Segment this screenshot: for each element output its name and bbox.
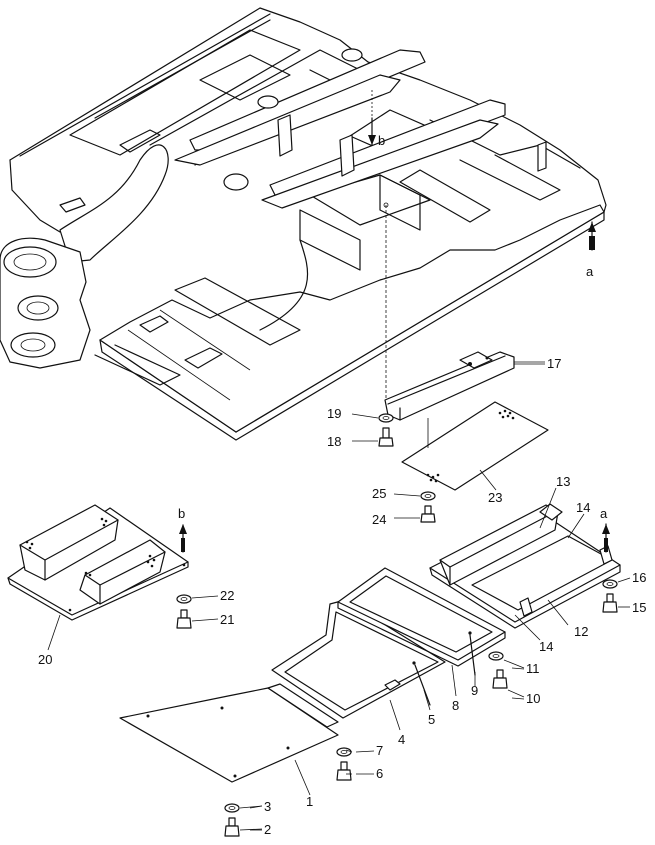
bolt-15 (602, 593, 630, 613)
washer-11 (488, 651, 525, 669)
ref-arrow-b-frame: b (368, 90, 385, 148)
ref-label-b-top: b (378, 133, 385, 148)
callout-25: 25 (372, 486, 386, 501)
callout-8: 8 (452, 698, 459, 713)
callout-24: 24 (372, 512, 386, 527)
callout-5: 5 (428, 712, 435, 727)
bolt-24 (394, 505, 436, 523)
callout-1: 1 (306, 794, 313, 809)
bolt-10 (492, 669, 525, 698)
callout-4: 4 (398, 732, 405, 747)
part-5-rod (412, 661, 431, 711)
callout-7: 7 (376, 743, 383, 758)
callout-labels: 1 2 3 4 5 6 7 8 9 10 11 12 13 14 14 15 1… (38, 356, 646, 837)
callout-2: 2 (264, 822, 271, 837)
washer-7 (336, 747, 353, 757)
ref-label-a-bottom: a (600, 506, 608, 521)
callout-18: 18 (327, 434, 341, 449)
callout-23: 23 (488, 490, 502, 505)
callout-22: 22 (220, 588, 234, 603)
bolt-6 (336, 761, 352, 781)
washer-19 (351, 413, 394, 423)
callout-12: 12 (574, 624, 588, 639)
callout-6: 6 (376, 766, 383, 781)
part-8-plate (337, 567, 506, 697)
ref-label-a-top: a (586, 264, 594, 279)
callout-leaders (249, 363, 545, 831)
callout-10: 10 (526, 691, 540, 706)
callout-15: 15 (632, 600, 646, 615)
part-14-leader-top (567, 513, 585, 539)
washer-3 (224, 803, 263, 813)
callout-11: 11 (526, 661, 540, 676)
washer-16 (602, 577, 631, 589)
callout-20: 20 (38, 652, 52, 667)
ref-arrow-b-bottom: b (178, 506, 187, 553)
callout-14-top: 14 (576, 500, 590, 515)
ref-arrow-a-bottom: a (600, 506, 610, 553)
callout-13: 13 (556, 474, 570, 489)
washer-25 (393, 491, 436, 501)
revolving-frame (0, 7, 607, 441)
washer-22 (176, 594, 219, 604)
part-9-rod (468, 631, 476, 686)
bolt-2 (224, 817, 263, 837)
bolt-18 (352, 427, 394, 447)
part-20-cover (7, 504, 189, 651)
ref-label-b-bottom: b (178, 506, 185, 521)
callout-9: 9 (471, 683, 478, 698)
part-17-bracket (384, 351, 545, 421)
part-23-plate (401, 401, 549, 491)
callout-16: 16 (632, 570, 646, 585)
callout-3: 3 (264, 799, 271, 814)
bolt-21 (176, 609, 219, 629)
callout-19: 19 (327, 406, 341, 421)
callout-14-bottom: 14 (539, 639, 553, 654)
callout-17: 17 (547, 356, 561, 371)
callout-21: 21 (220, 612, 234, 627)
part-13-leader (539, 487, 557, 529)
ref-arrow-a-frame: a (586, 221, 596, 279)
